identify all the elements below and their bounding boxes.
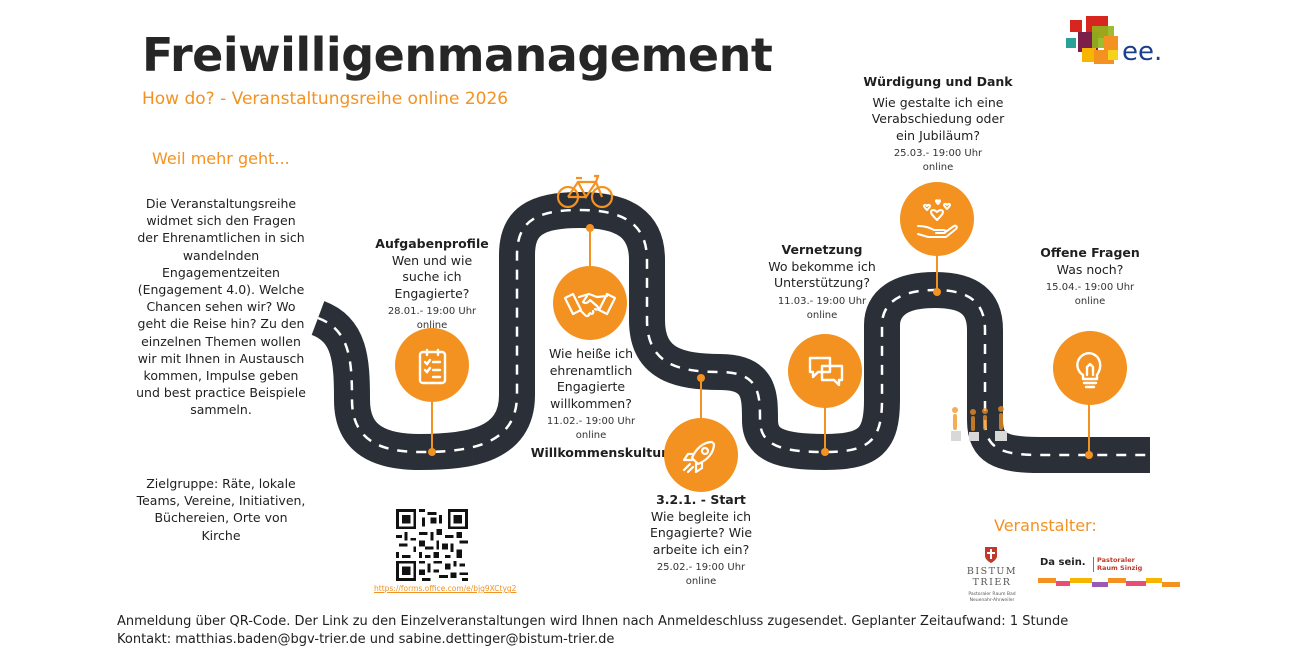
bistum-sub: Pastoraler Raum Bad Neuenahr-Ahrweiler [968, 592, 1016, 603]
event-question: Wo bekomme ich Unterstützung? [768, 258, 876, 291]
ee-logo-text: ee. [1122, 37, 1162, 67]
handshake-icon [563, 292, 617, 318]
bistum-name: BISTUM TRIER [966, 566, 1018, 588]
qr-link[interactable]: https://forms.office.com/e/bjg9XCtyg2 [374, 584, 517, 593]
dasein-color-bars [1038, 578, 1180, 587]
target-group-text: Zielgruppe: Räte, lokale Teams, Vereine,… [136, 476, 306, 543]
clipboard-checklist-icon [418, 348, 447, 385]
event-question: Wen und wie suche ich Engagierte? [391, 252, 473, 301]
event-title: Vernetzung [781, 242, 863, 257]
event-start: 3.2.1. - Start Wie begleite ich Engagier… [632, 492, 770, 589]
event-question: Wie heiße ich ehrenamtlich Engagierte wi… [548, 346, 634, 411]
event-title: 3.2.1. - Start [656, 492, 746, 507]
bistum-trier-logo: BISTUM TRIER Pastoraler Raum Bad Neuenah… [960, 566, 1024, 604]
event-title: Aufgabenprofile [375, 236, 489, 251]
event-question: Wie gestalte ich eine Verabschiedung ode… [871, 94, 1005, 143]
event-mode: online [575, 430, 607, 441]
bicycle-icon [556, 174, 614, 209]
people-walking-icon [951, 406, 1007, 441]
event-title: Würdigung und Dank [863, 74, 1013, 89]
event-date: 28.01.- 19:00 Uhr [387, 306, 477, 317]
bistum-trier-crest-icon [985, 547, 997, 563]
event-wuerdigung-circle [900, 182, 974, 256]
event-mode: online [685, 576, 717, 587]
event-willkommenskultur-circle [553, 266, 627, 340]
page-title: Freiwilligenmanagement [142, 28, 773, 82]
event-date: 25.02.- 19:00 Uhr [656, 562, 746, 573]
event-willkommenskultur-title: Willkommenskultur [530, 445, 668, 460]
dasein-logo-text: Da sein. [1040, 557, 1086, 568]
event-offene-fragen-circle [1053, 331, 1127, 405]
heart-hand-icon [917, 199, 958, 238]
event-mode: online [922, 162, 954, 173]
event-question: Was noch? [1056, 261, 1124, 277]
footer-registration: Anmeldung über QR-Code. Der Link zu den … [117, 614, 1069, 629]
event-mode: online [806, 309, 838, 321]
page-subtitle: How do? - Veranstaltungsreihe online 202… [142, 89, 509, 109]
event-start-circle [664, 418, 738, 492]
dasein-sub: Pastoraler Raum Sinzig [1093, 556, 1157, 572]
event-date: 11.03.- 19:00 Uhr [777, 295, 867, 307]
event-aufgabenprofile: Aufgabenprofile Wen und wie suche ich En… [367, 236, 497, 333]
event-wuerdigung: Würdigung und Dank Wie gestalte ich eine… [862, 74, 1014, 175]
event-aufgabenprofile-circle [395, 328, 469, 402]
event-mode: online [1074, 296, 1106, 307]
qr-code[interactable] [396, 509, 468, 581]
event-vernetzung: Vernetzung Wo bekomme ich Unterstützung?… [756, 242, 888, 323]
event-date: 11.02.- 19:00 Uhr [546, 416, 636, 427]
intro-text: Die Veranstaltungsreihe widmet sich den … [136, 196, 306, 418]
lightbulb-icon [1076, 352, 1102, 389]
event-title: Offene Fragen [1040, 245, 1140, 260]
event-date: 25.03.- 19:00 Uhr [893, 148, 983, 159]
footer-contact: Kontakt: matthias.baden@bgv-trier.de und… [117, 632, 615, 647]
chat-bubbles-icon [808, 356, 844, 387]
rocket-icon [682, 440, 716, 474]
event-offene-fragen: Offene Fragen Was noch? 15.04.- 19:00 Uh… [1028, 245, 1152, 309]
event-question: Wie begleite ich Engagierte? Wie arbeite… [649, 508, 753, 557]
event-date: 15.04.- 19:00 Uhr [1045, 282, 1135, 293]
ee-logo: ee. [1066, 16, 1162, 67]
event-vernetzung-circle [788, 334, 862, 408]
event-mode: online [416, 320, 448, 331]
intro-heading: Weil mehr geht... [152, 149, 290, 168]
organizers-heading: Veranstalter: [994, 516, 1097, 535]
event-willkommenskultur: Wie heiße ich ehrenamtlich Engagierte wi… [530, 346, 652, 443]
